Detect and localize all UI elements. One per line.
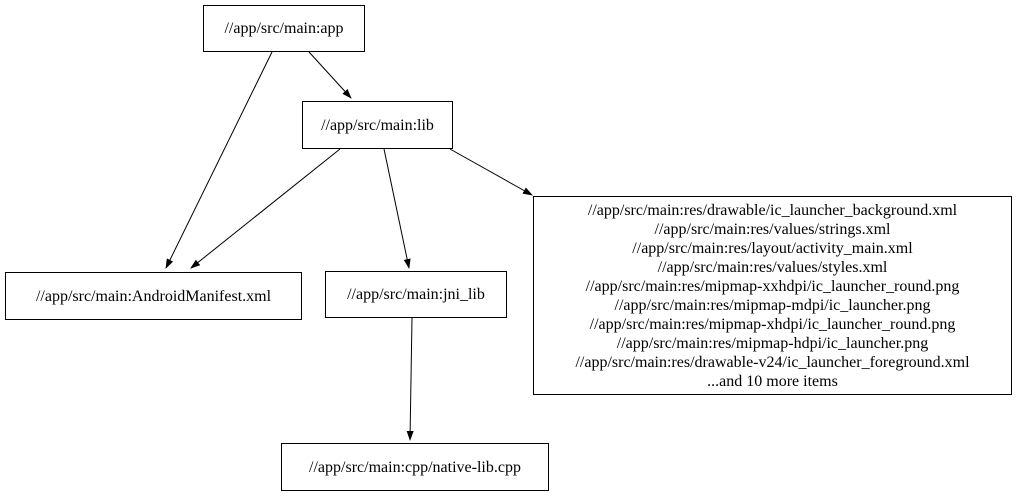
edge-app-to-manifest	[165, 51, 273, 269]
resource-item: //app/src/main:res/mipmap-xhdpi/ic_launc…	[589, 315, 956, 333]
node-jni-lib-label: //app/src/main:jni_lib	[347, 286, 485, 303]
edge-jni-lib-to-native-lib	[406, 317, 414, 441]
node-android-manifest-label: //app/src/main:AndroidManifest.xml	[35, 287, 272, 305]
resource-item: //app/src/main:res/mipmap-xxhdpi/ic_laun…	[585, 277, 960, 295]
resource-more-items: ...and 10 more items	[707, 372, 838, 390]
edge-lib-to-resources	[449, 148, 533, 196]
resource-item: //app/src/main:res/drawable-v24/ic_launc…	[575, 353, 970, 371]
resource-item: //app/src/main:res/drawable/ic_launcher_…	[587, 201, 958, 219]
node-jni-lib[interactable]: //app/src/main:jni_lib	[325, 271, 507, 318]
resource-item: //app/src/main:res/layout/activity_main.…	[632, 239, 913, 257]
node-native-lib-cpp[interactable]: //app/src/main:cpp/native-lib.cpp	[281, 443, 549, 491]
edge-lib-to-jni-lib	[383, 148, 411, 269]
node-lib-label: //app/src/main:lib	[321, 116, 434, 134]
resource-item: //app/src/main:res/values/strings.xml	[654, 220, 891, 238]
edge-app-to-lib	[308, 51, 352, 99]
node-app[interactable]: //app/src/main:app	[203, 5, 365, 52]
node-native-lib-cpp-label: //app/src/main:cpp/native-lib.cpp	[309, 458, 521, 476]
resource-item: //app/src/main:res/mipmap-hdpi/ic_launch…	[616, 334, 929, 352]
node-lib[interactable]: //app/src/main:lib	[302, 101, 453, 149]
resource-item: //app/src/main:res/mipmap-mdpi/ic_launch…	[614, 296, 931, 314]
edge-lib-to-manifest	[190, 148, 341, 269]
node-android-manifest[interactable]: //app/src/main:AndroidManifest.xml	[5, 272, 302, 320]
node-app-label: //app/src/main:app	[224, 20, 344, 37]
node-resources-group[interactable]: //app/src/main:res/drawable/ic_launcher_…	[533, 196, 1012, 395]
resource-item: //app/src/main:res/values/styles.xml	[657, 258, 888, 276]
